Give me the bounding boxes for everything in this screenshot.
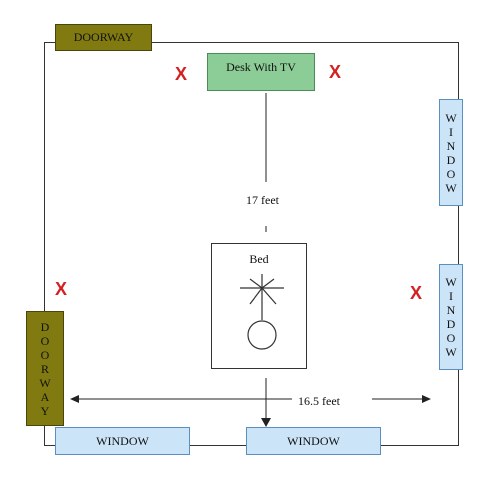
x-mark-left: X (55, 279, 68, 299)
bed: Bed (211, 243, 307, 369)
window-bottom-center: WINDOW (246, 427, 381, 455)
horizontal-arrow-left (70, 395, 79, 403)
doorway-left-label: DOORWAYDOORWAY (39, 319, 51, 418)
width-measure-label: 16.5 feet (294, 394, 344, 409)
x-mark-top-right: X (329, 62, 342, 82)
desk-with-tv: Desk With TV (207, 53, 315, 91)
x-mark-right: X (410, 283, 423, 303)
doorway-left: DOORWAYDOORWAY (26, 311, 64, 426)
horizontal-arrow-right (422, 395, 431, 403)
stick-figure-icon (240, 274, 284, 350)
vertical-arrow-head (261, 418, 271, 427)
doorway-top-label: DOORWAY (73, 30, 134, 44)
length-measure-label: 17 feet (242, 193, 283, 208)
bed-label: Bed (249, 252, 269, 266)
x-mark-top-left: X (175, 64, 188, 84)
window-bottom-center-label: WINDOW (287, 433, 340, 448)
window-bottom-left-label: WINDOW (96, 433, 149, 448)
doorway-top: DOORWAY (55, 24, 152, 51)
window-bottom-left: WINDOW (55, 427, 190, 455)
desk-label: Desk With TV (226, 60, 296, 74)
